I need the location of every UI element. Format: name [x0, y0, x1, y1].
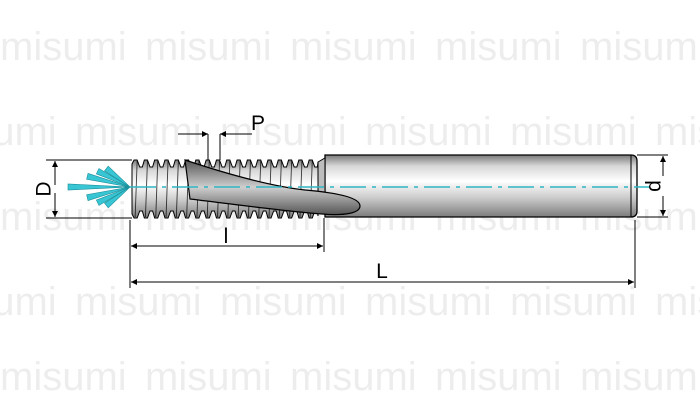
thread-length-label: l [224, 225, 229, 248]
watermark-text: misumi [365, 110, 492, 154]
watermark-text: misumi [0, 25, 127, 69]
watermark-text: misumi [145, 25, 272, 69]
thread-crest-line [165, 160, 169, 218]
watermark-text: misumi [75, 110, 202, 154]
watermark-text: misumi [580, 355, 700, 399]
watermark-text: misumi [365, 280, 492, 324]
coolant-ray [95, 168, 131, 188]
watermark-layer: misumi misumi misumi misumi misumi misumi misu… [0, 25, 700, 399]
watermark-text: misumi [435, 25, 562, 69]
watermark-text: misumi [145, 355, 272, 399]
dimension-pitch: P [178, 112, 265, 160]
watermark-text: misumi [0, 110, 57, 154]
coolant-ray [104, 165, 131, 188]
watermark-text: misumi [290, 25, 417, 69]
thread-crest-line [175, 160, 179, 218]
watermark-text: misumi [220, 280, 347, 324]
dimension-shank-diameter: d [637, 154, 668, 218]
coolant-ray [67, 183, 131, 191]
overall-length-label: L [376, 260, 388, 283]
dimension-thread-length: l [129, 218, 325, 252]
watermark-text: misumi [0, 280, 57, 324]
dimension-thread-diameter: D [33, 159, 132, 219]
thread-mill-tool [130, 154, 650, 219]
watermark-text: misumi [220, 110, 347, 154]
watermark-text: misumi [655, 280, 700, 324]
watermark-text: misumi [655, 110, 700, 154]
coolant-spray [67, 165, 131, 209]
coolant-ray [104, 186, 131, 209]
watermark-text: misumi [510, 280, 637, 324]
shank-diameter-label: d [643, 180, 666, 192]
watermark-text: misumi [75, 280, 202, 324]
watermark-text: misumi [435, 355, 562, 399]
thread-diameter-label: D [33, 181, 56, 196]
pitch-label: P [251, 112, 265, 135]
coolant-ray [86, 186, 131, 201]
thread-crest-line [155, 160, 159, 218]
watermark-text: misumi [510, 110, 637, 154]
coolant-ray [86, 173, 131, 188]
watermark-text: misumi [290, 355, 417, 399]
watermark-text: misumi [0, 355, 127, 399]
tool-shank [324, 154, 638, 218]
watermark-text: misumi [580, 25, 700, 69]
thread-crest-line [134, 160, 138, 218]
thread-crest-line [145, 160, 148, 218]
coolant-ray [95, 186, 131, 206]
dimension-overall-length: L [129, 220, 636, 288]
